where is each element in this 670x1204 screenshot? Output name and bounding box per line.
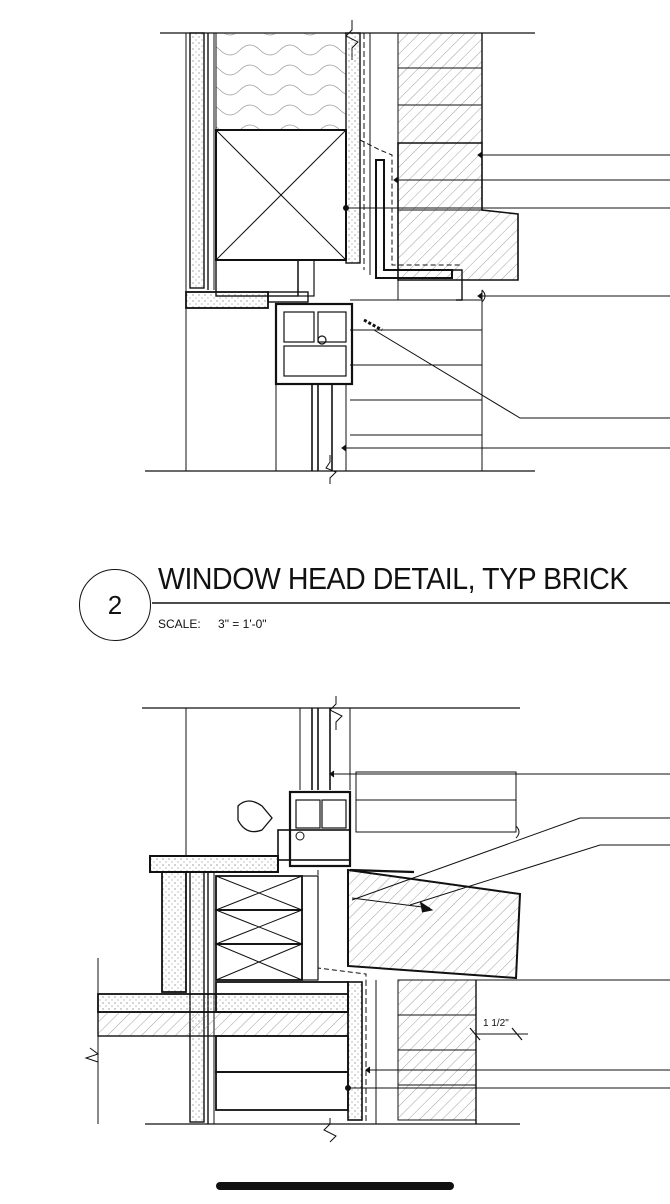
- scale-label: SCALE:: [158, 617, 201, 631]
- scale-value: 3" = 1'-0": [218, 617, 267, 631]
- detail-number: 2: [107, 589, 123, 620]
- scale-note: SCALE: 3" = 1'-0": [158, 617, 267, 631]
- home-indicator-bar[interactable]: [216, 1182, 454, 1190]
- dimension-label: 1 1/2": [482, 1018, 510, 1029]
- window-head-detail: [145, 20, 670, 484]
- window-sill-detail: [84, 696, 670, 1143]
- detail-title: WINDOW HEAD DETAIL, TYP BRICK: [158, 561, 628, 596]
- detail-number-bubble: 2: [79, 569, 151, 641]
